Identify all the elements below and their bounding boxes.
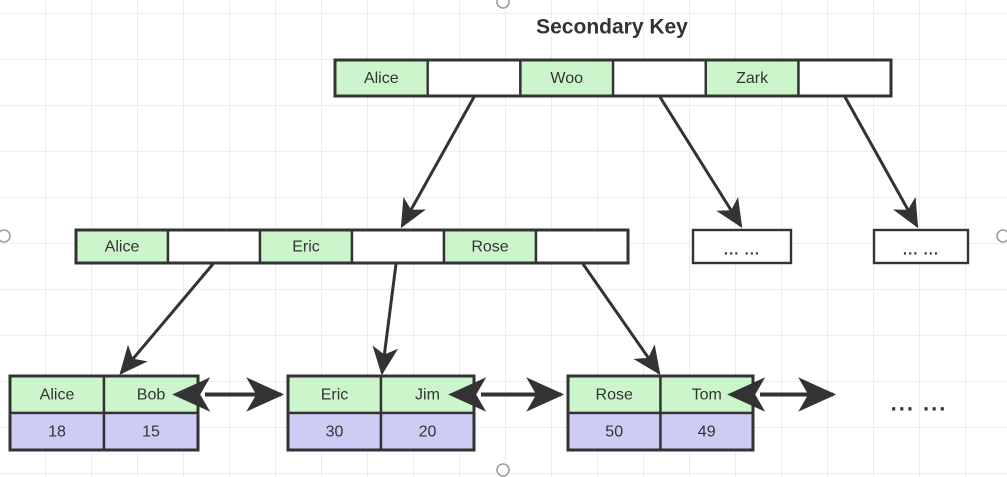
leaf-2-key-0-label: Eric	[321, 387, 349, 404]
leaf-tail-ellipsis: ... ...	[891, 391, 948, 416]
leaf-3-value-1-label: 49	[698, 424, 716, 441]
leaf-2-outline	[286, 374, 476, 452]
leaf-3-key-1-label: Tom	[692, 387, 722, 404]
internal-cell-4[interactable]	[442, 228, 538, 265]
canvas-handle-top[interactable]	[496, 0, 510, 9]
internal-placeholder-1-label: ... ...	[724, 242, 760, 259]
root-cell-5[interactable]	[797, 58, 893, 98]
internal-placeholder-2-box[interactable]	[872, 228, 970, 265]
leaf-1-key-1-label: Bob	[137, 387, 166, 404]
leaf-1-value-0-label: 18	[48, 424, 66, 441]
internal-cell-3[interactable]	[350, 228, 446, 265]
leaf-node-2[interactable]: Eric Jim 30 20	[286, 374, 476, 452]
internal-cell-2-label: Eric	[292, 239, 320, 256]
leaf-3-key-0-label: Rose	[596, 387, 633, 404]
internal-placeholder-1[interactable]: ... ...	[691, 228, 793, 265]
root-cell-3[interactable]	[611, 58, 707, 98]
edge-internal-to-leaf-1	[119, 263, 215, 375]
leaf-2-value-0-label: 30	[326, 424, 344, 441]
leaf-1-value-1-label: 15	[142, 424, 160, 441]
internal-cell-4-label: Rose	[471, 239, 508, 256]
leaf-1-key-0-label: Alice	[40, 387, 75, 404]
canvas-handle-bottom[interactable]	[496, 463, 510, 477]
leaf-3-outline	[566, 374, 755, 452]
leaf-node-1[interactable]: Alice Bob 18 15	[8, 374, 200, 452]
edge-root-to-internal	[400, 96, 476, 229]
root-cell-0-label: Alice	[364, 70, 399, 87]
internal-placeholder-1-box[interactable]	[691, 228, 793, 265]
edge-root-to-placeholder-1	[658, 96, 743, 229]
leaf-2-key-1-label: Jim	[415, 387, 440, 404]
leaf-3-value-0-label: 50	[605, 424, 623, 441]
internal-placeholder-2[interactable]: ... ...	[872, 228, 970, 265]
root-cell-1[interactable]	[426, 58, 522, 98]
root-node[interactable]: Alice Woo Zark	[333, 58, 893, 98]
internal-node-outline	[74, 228, 630, 265]
leaf-node-3[interactable]: Rose Tom 50 49	[566, 374, 755, 452]
canvas-handle-left[interactable]	[0, 229, 11, 243]
edge-internal-to-leaf-3	[581, 263, 661, 375]
edge-internal-to-leaf-2	[372, 263, 399, 376]
internal-node[interactable]: Alice Eric Rose	[74, 228, 630, 265]
internal-cell-0-label: Alice	[105, 239, 140, 256]
internal-cell-1[interactable]	[166, 228, 262, 265]
root-node-outline	[333, 58, 893, 98]
internal-cell-5[interactable]	[534, 228, 630, 265]
leaf-1-outline	[8, 374, 200, 452]
root-cell-4-label: Zark	[736, 70, 769, 87]
leaf-2-value-1-label: 20	[419, 424, 437, 441]
canvas-handle-right[interactable]	[996, 229, 1007, 243]
page-title: Secondary Key	[536, 16, 688, 39]
leaf-1-value-cell-1[interactable]	[102, 411, 200, 452]
edge-root-to-placeholder-2	[843, 96, 919, 229]
root-cell-2-label: Woo	[550, 70, 583, 87]
internal-placeholder-2-label: ... ...	[903, 242, 939, 259]
